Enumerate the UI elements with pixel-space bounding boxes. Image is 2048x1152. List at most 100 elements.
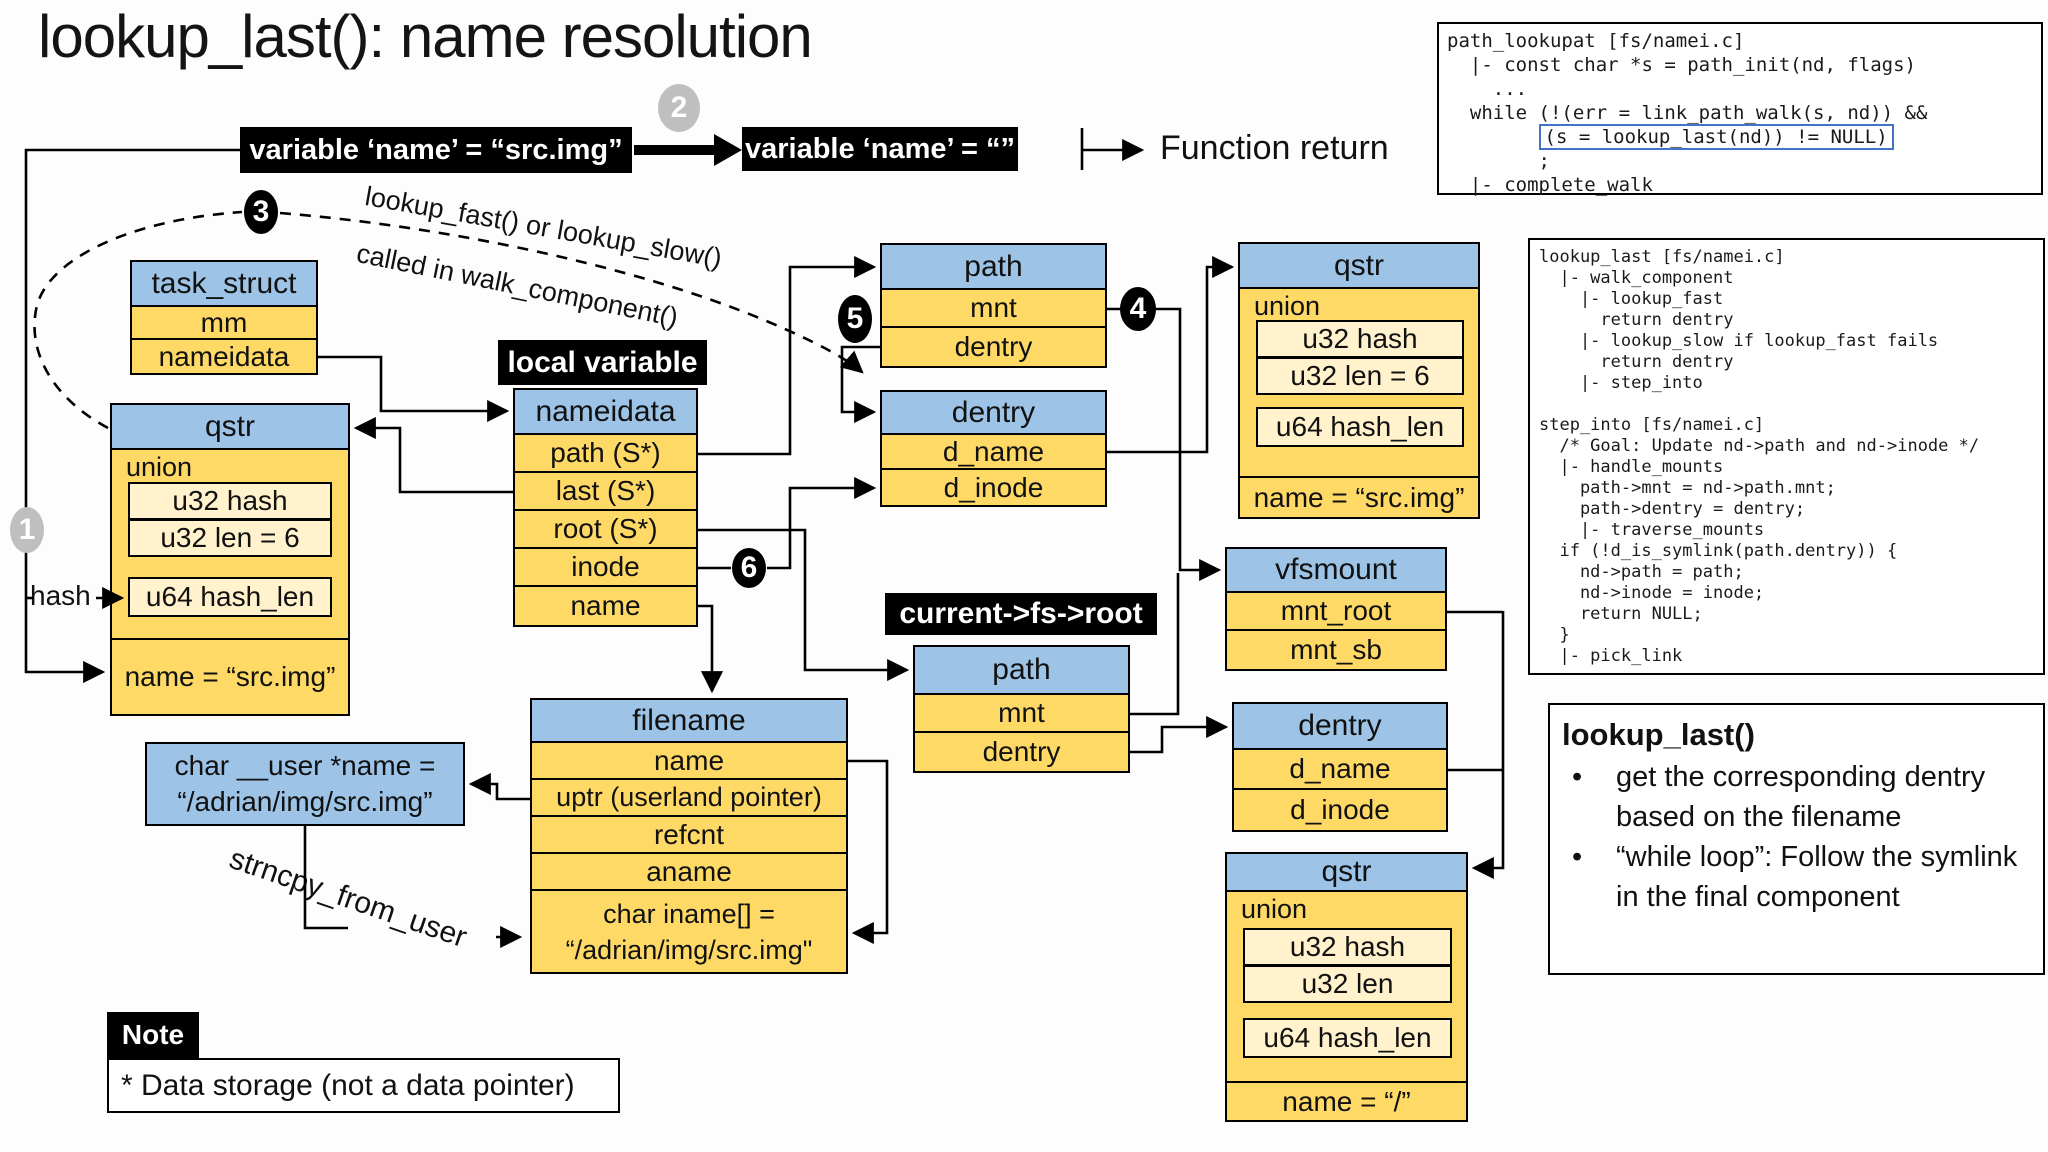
field-name-value: name = “src.img” xyxy=(112,638,348,714)
local-variable-label: local variable xyxy=(498,340,707,385)
info-title: lookup_last() xyxy=(1562,717,1755,752)
struct-title: path xyxy=(915,647,1128,695)
user-pointer-line1: char __user *name = xyxy=(174,750,436,781)
field-u64-hash-len: u64 hash_len xyxy=(1243,1018,1452,1058)
struct-title: qstr xyxy=(112,405,348,450)
field-aname: aname xyxy=(532,854,846,891)
field-d-name: d_name xyxy=(882,435,1105,470)
strncpy-from-user-label: strncpy_from_user xyxy=(225,842,471,955)
struct-title: dentry xyxy=(1234,704,1446,750)
step-badge-3: 3 xyxy=(244,190,278,234)
struct-task-struct: task_struct mm nameidata xyxy=(130,260,318,375)
field-mnt: mnt xyxy=(915,695,1128,733)
struct-path-bottom: path mnt dentry xyxy=(913,645,1130,773)
field-name-value: name = “/” xyxy=(1227,1081,1466,1120)
field-last: last (S*) xyxy=(515,473,696,511)
field-inode: inode xyxy=(515,549,696,587)
line-path-to-pathbox xyxy=(698,255,877,456)
page-title: lookup_last(): name resolution xyxy=(38,3,813,70)
line-pathdentry-to-dentry xyxy=(840,345,880,424)
field-mnt-sb: mnt_sb xyxy=(1227,631,1445,669)
step-badge-6: 6 xyxy=(732,548,766,588)
field-dentry: dentry xyxy=(882,328,1105,366)
info-bullet-list: get the corresponding dentry based on th… xyxy=(1562,757,2031,917)
struct-dentry-mid: dentry d_name d_inode xyxy=(880,390,1107,507)
code-pre: path_lookupat [fs/namei.c] |- const char… xyxy=(1447,30,1928,124)
field-u32-hash: u32 hash xyxy=(1243,928,1452,966)
iname-line1: char iname[] = xyxy=(603,898,775,929)
struct-qstr-left: qstr union u32 hash u32 len = 6 u64 hash… xyxy=(110,403,350,716)
step-badge-1: 1 xyxy=(10,507,44,553)
line-uptr-to-userbox xyxy=(468,772,530,801)
struct-title: qstr xyxy=(1240,244,1478,289)
step-badge-2: 2 xyxy=(658,84,700,132)
struct-dentry-right: dentry d_name d_inode xyxy=(1232,702,1448,832)
struct-title: task_struct xyxy=(132,262,316,307)
line-name-to-filename xyxy=(698,604,724,694)
field-u64-hash-len: u64 hash_len xyxy=(128,577,332,617)
union-label: union xyxy=(126,452,193,482)
info-box-lookup-last: lookup_last() get the corresponding dent… xyxy=(1548,703,2045,975)
flow-box-name-empty: variable ‘name’ = “” xyxy=(742,127,1018,171)
code-box-lookup-last-step-into: lookup_last [fs/namei.c] |- walk_compone… xyxy=(1528,238,2045,675)
hash-label: hash xyxy=(30,580,91,611)
struct-filename: filename name uptr (userland pointer) re… xyxy=(530,698,848,974)
field-name: name xyxy=(532,743,846,780)
flow-box-name-src: variable ‘name’ = “src.img” xyxy=(240,127,632,173)
code-box-path-lookupat: path_lookupat [fs/namei.c] |- const char… xyxy=(1437,22,2043,196)
struct-title: filename xyxy=(532,700,846,743)
field-u32-hash: u32 hash xyxy=(1256,320,1464,358)
field-u32-hash: u32 hash xyxy=(128,482,332,520)
step-badge-4: 4 xyxy=(1120,287,1156,331)
struct-title: nameidata xyxy=(515,390,696,435)
field-dentry: dentry xyxy=(915,733,1128,771)
field-uptr: uptr (userland pointer) xyxy=(532,780,846,817)
union-label: union xyxy=(1241,894,1308,924)
field-mnt: mnt xyxy=(882,290,1105,328)
step-badge-5: 5 xyxy=(838,295,872,343)
field-name-value: name = “src.img” xyxy=(1240,476,1478,517)
info-bullet: “while loop”: Follow the symlink in the … xyxy=(1562,837,2031,917)
line-into-qstr-root xyxy=(1471,611,1505,880)
struct-title: path xyxy=(882,245,1105,290)
code-highlight-lookup-last: (s = lookup_last(nd)) != NULL) xyxy=(1538,124,1894,150)
line-last-to-qstr xyxy=(353,416,513,494)
field-mm: mm xyxy=(132,307,316,340)
struct-path-top: path mnt dentry xyxy=(880,243,1107,368)
note-box: * Data storage (not a data pointer) xyxy=(107,1058,620,1113)
code-post: ; |- complete_walk xyxy=(1469,150,1653,196)
struct-title: dentry xyxy=(882,392,1105,435)
field-u32-len: u32 len = 6 xyxy=(128,519,332,557)
note-label: Note xyxy=(107,1012,199,1058)
code-indent xyxy=(1447,126,1539,148)
struct-nameidata: nameidata path (S*) last (S*) root (S*) … xyxy=(513,388,698,627)
field-u64-hash-len: u64 hash_len xyxy=(1256,407,1464,447)
struct-vfsmount: vfsmount mnt_root mnt_sb xyxy=(1225,547,1447,671)
field-refcnt: refcnt xyxy=(532,817,846,854)
field-mnt-root: mnt_root xyxy=(1227,593,1445,631)
info-bullet: get the corresponding dentry based on th… xyxy=(1562,757,2031,837)
struct-qstr-right: qstr union u32 hash u32 len = 6 u64 hash… xyxy=(1238,242,1480,519)
current-fs-root-label: current->fs->root xyxy=(885,593,1157,635)
field-path: path (S*) xyxy=(515,435,696,473)
line-bottomdentry-to-dentry xyxy=(1130,715,1229,754)
field-nameidata: nameidata xyxy=(132,340,316,373)
field-root: root (S*) xyxy=(515,511,696,549)
struct-title: qstr xyxy=(1227,854,1466,892)
user-pointer-box: char __user *name = “/adrian/img/src.img… xyxy=(145,742,465,826)
union-label: union xyxy=(1254,291,1321,321)
function-return-label: Function return xyxy=(1160,129,1389,167)
thick-arrow-step2 xyxy=(634,134,742,166)
line-root-to-fsroot-path xyxy=(698,528,910,682)
line-filename-name-to-iname xyxy=(848,759,889,945)
field-iname: char iname[] = “/adrian/img/src.img" xyxy=(532,891,846,972)
field-name: name xyxy=(515,587,696,625)
field-d-name: d_name xyxy=(1234,750,1446,790)
iname-line2: “/adrian/img/src.img" xyxy=(565,934,813,965)
struct-title: vfsmount xyxy=(1227,549,1445,593)
field-d-inode: d_inode xyxy=(1234,790,1446,830)
field-u32-len: u32 len = 6 xyxy=(1256,357,1464,395)
user-pointer-line2: “/adrian/img/src.img” xyxy=(177,786,433,817)
line-inode-to-dinode xyxy=(767,476,877,570)
field-u32-len: u32 len xyxy=(1243,965,1452,1003)
